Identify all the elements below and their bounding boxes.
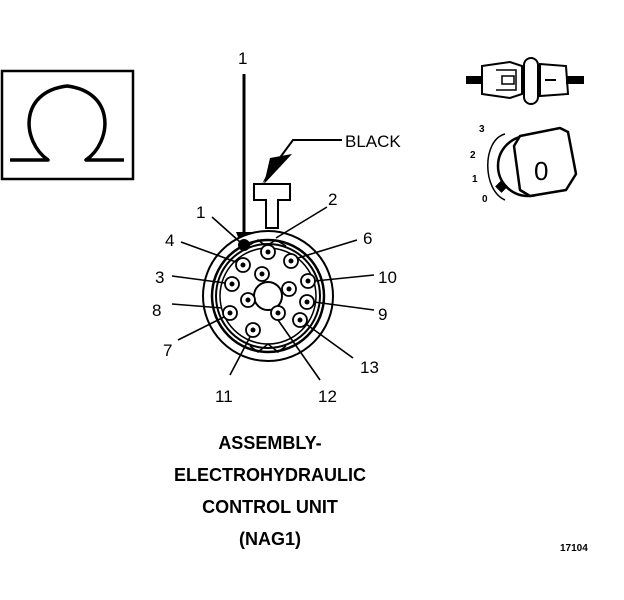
cavity-2 [260, 244, 276, 260]
cavity-10 [300, 273, 316, 289]
caption-line-1: ASSEMBLY- [218, 433, 322, 453]
pin-label-10: 10 [378, 268, 397, 287]
cavity-6 [283, 253, 299, 269]
pin-label-7: 7 [163, 341, 172, 360]
ignition-position-2: 2 [470, 150, 476, 161]
pin-label-6: 6 [363, 229, 372, 248]
leader-lines [171, 206, 375, 381]
cavity-8 [222, 305, 238, 321]
cavity-15 [240, 292, 256, 308]
pin-labels: 1 2 3 4 6 7 8 9 10 11 12 13 [152, 190, 397, 406]
pin-label-4: 4 [165, 231, 174, 250]
figure-number: 17104 [560, 543, 588, 554]
ignition-position-0: 0 [482, 194, 488, 205]
caption-line-3: CONTROL UNIT [202, 497, 338, 517]
pin-label-2: 2 [328, 190, 337, 209]
pin-label-3: 3 [155, 268, 164, 287]
pin-label-9: 9 [378, 305, 387, 324]
ignition-key-value: 0 [534, 156, 548, 186]
pin-label-11: 11 [215, 387, 233, 406]
probe-1-label: 1 [238, 49, 247, 68]
pin-label-1: 1 [196, 203, 205, 222]
wire-color-label: BLACK [345, 132, 401, 151]
probe-1: 1 [236, 49, 252, 252]
cavity-14 [281, 281, 297, 297]
ohmmeter-symbol [0, 69, 135, 181]
caption-line-4: (NAG1) [239, 529, 301, 549]
caption-line-2: ELECTROHYDRAULIC [174, 465, 366, 485]
cavity-4 [235, 257, 251, 273]
cavity-9 [299, 294, 315, 310]
cavity-13 [292, 312, 308, 328]
connector-latch [253, 183, 291, 229]
ignition-position-1: 1 [472, 174, 478, 185]
cavity-5 [254, 266, 270, 282]
terminal-cavities [222, 239, 316, 338]
cavity-11 [245, 322, 261, 338]
cavity-1 [238, 239, 250, 251]
disconnected-connector-icon [466, 57, 584, 105]
black-wire-callout: BLACK [262, 132, 401, 184]
ohm-symbol-text: Ω [6, 175, 7, 177]
pin-label-8: 8 [152, 301, 161, 320]
ignition-position-3: 3 [479, 124, 485, 135]
cavity-16 [270, 305, 286, 321]
pin-label-13: 13 [360, 358, 379, 377]
pin-label-12: 12 [318, 387, 337, 406]
cavity-3 [224, 276, 240, 292]
ignition-switch-icon: 3 2 1 0 0 [470, 124, 578, 205]
